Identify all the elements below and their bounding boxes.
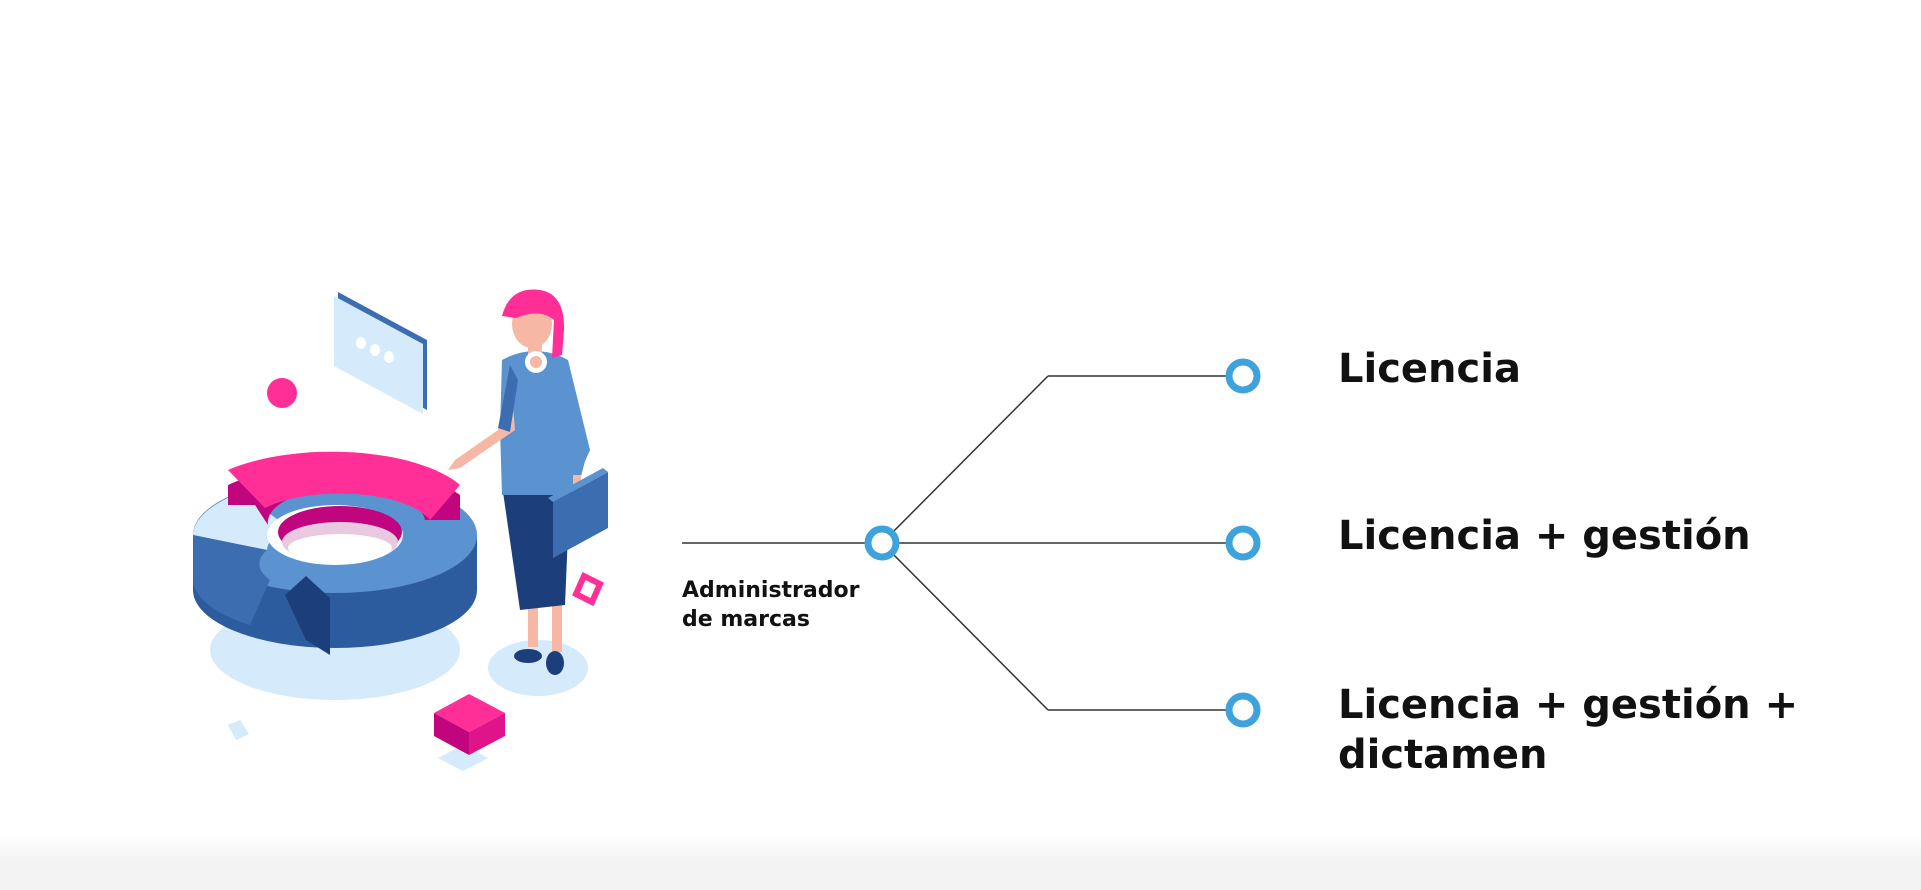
option-label-licencia-gestion-dictamen: Licencia + gestión + dictamen: [1338, 680, 1858, 780]
option-label-licencia-gestion: Licencia + gestión: [1338, 513, 1751, 559]
option-label-3-line1: Licencia + gestión +: [1338, 682, 1799, 728]
root-node: [864, 525, 900, 561]
option-label-3-line2: dictamen: [1338, 732, 1548, 778]
option-node-3: [1225, 692, 1261, 728]
option-node-1: [1225, 358, 1261, 394]
root-label-line2: de marcas: [682, 607, 810, 632]
option-node-2: [1225, 525, 1261, 561]
root-label-line1: Administrador: [682, 578, 860, 603]
woman-with-donut-chart-icon: [180, 280, 640, 780]
root-label: Administrador de marcas: [682, 576, 882, 634]
branch-connector-line-1: [881, 375, 1049, 544]
branch-connector-line-3: [881, 542, 1049, 711]
option-label-licencia: Licencia: [1338, 346, 1521, 392]
